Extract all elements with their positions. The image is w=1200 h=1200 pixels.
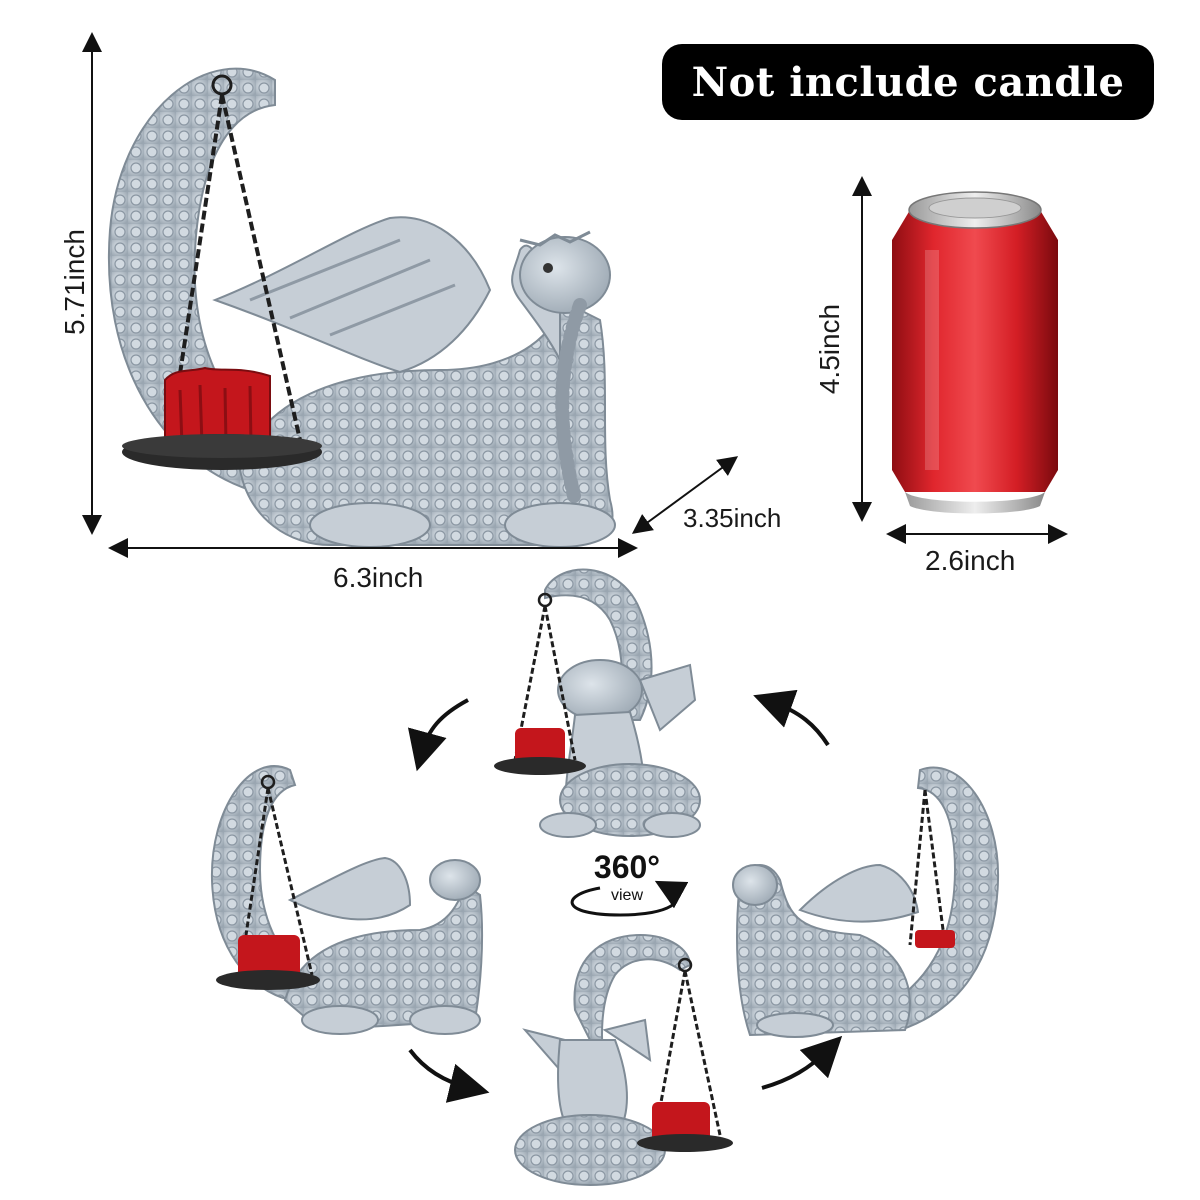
depth-label: 3.35inch	[683, 503, 782, 533]
rotate-arrow-top-right	[753, 689, 830, 747]
can-width-label: 2.6inch	[925, 545, 1016, 576]
not-included-text: Not include candle	[691, 58, 1125, 106]
dragon-view-back	[514, 933, 733, 1186]
depth-arrow	[631, 456, 739, 534]
can-height-label: 4.5inch	[814, 303, 845, 395]
height-label: 5.71inch	[59, 229, 90, 335]
not-included-badge: Not include candle	[662, 44, 1154, 120]
dragon-view-right	[732, 766, 1000, 1038]
soda-can	[892, 191, 1058, 514]
rotate-arrow-top-left	[407, 698, 469, 772]
rotate-arrow-bottom-left	[408, 1048, 490, 1103]
360-swirl-icon	[570, 880, 689, 917]
rotation-label: 360° view	[582, 850, 672, 904]
dragon-main	[107, 67, 616, 548]
dragon-view-front	[494, 568, 701, 838]
rotate-arrow-bottom-right	[761, 1035, 843, 1090]
width-label: 6.3inch	[333, 562, 424, 593]
rotation-view-text: view	[610, 887, 643, 904]
rotation-degrees: 360°	[593, 849, 661, 885]
dragon-view-left	[210, 765, 484, 1035]
